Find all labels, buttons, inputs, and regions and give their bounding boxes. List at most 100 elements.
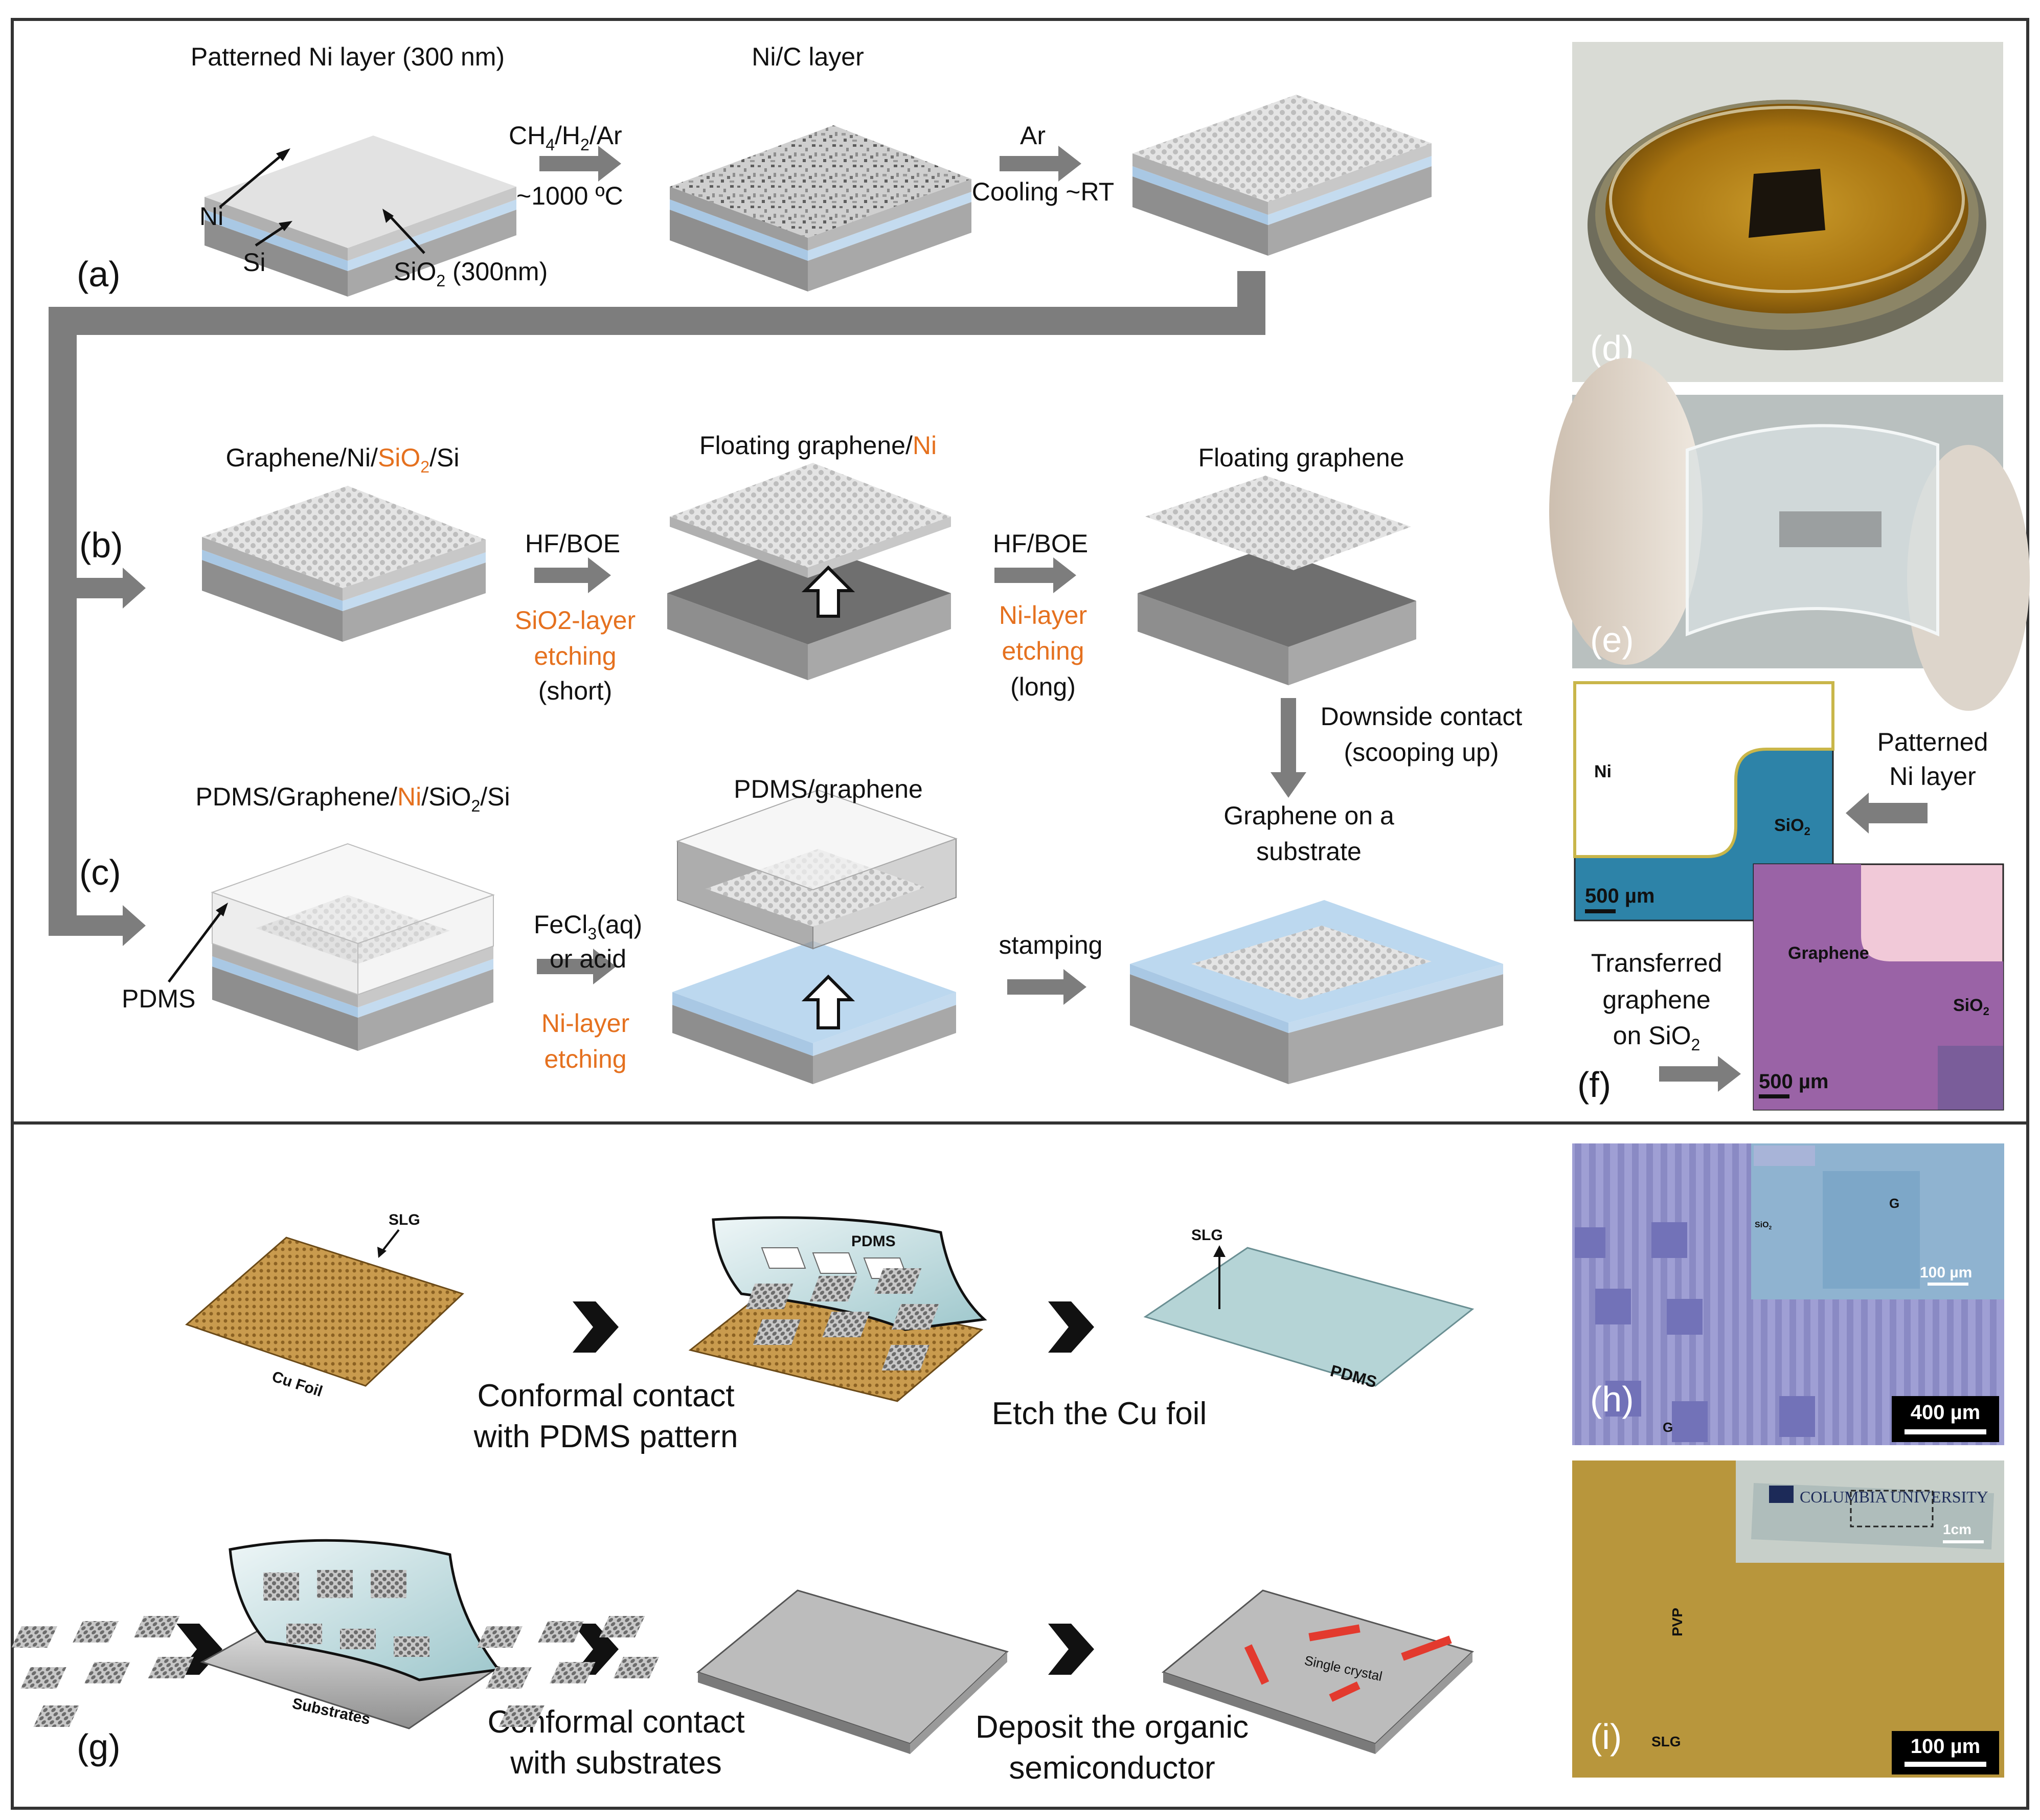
crystal-1 xyxy=(1244,1644,1270,1685)
connector-bar xyxy=(77,271,1265,335)
h-g-top: G xyxy=(1889,1196,1899,1211)
g-slg: SLG xyxy=(389,1211,420,1228)
h-sio2: SiO2 xyxy=(1755,1221,1772,1231)
g-step3-2: with substrates xyxy=(510,1745,722,1781)
down-note-2: (scooping up) xyxy=(1344,738,1499,767)
bottom-section-frame xyxy=(11,1121,2029,1810)
cu-foil-2 xyxy=(688,1283,984,1402)
f-top-ni: Ni xyxy=(1594,762,1612,781)
step-c1-note-2: etching xyxy=(544,1045,626,1073)
step-b1-note-3: (short) xyxy=(538,677,612,705)
step-b2-note-1: Ni-layer xyxy=(999,601,1087,630)
h-scalebar xyxy=(1905,1429,1986,1434)
i-inset-scalebar xyxy=(1943,1540,1984,1543)
result-note-1: Graphene on a xyxy=(1223,801,1394,830)
step-c1-l2: or acid xyxy=(550,945,626,973)
panel-g: SLG Cu Foil PDMS Conformal contact with … xyxy=(11,1211,1475,1786)
h-g-bottom: G xyxy=(1663,1420,1673,1435)
g-step4-1: Deposit the organic xyxy=(976,1710,1249,1745)
block-patterned-ni xyxy=(205,136,516,297)
title-c2: PDMS/graphene xyxy=(734,775,923,803)
f-side-2: Ni layer xyxy=(1889,762,1976,791)
micrograph-graphene xyxy=(1753,863,2004,1111)
title-nic: Ni/C layer xyxy=(752,42,864,71)
panel-f: Ni SiO2 500 µm Patterned Ni layer Graphe… xyxy=(1573,681,2004,1111)
f-bot-scale: 500 µm xyxy=(1759,1070,1828,1093)
title-c1: PDMS/Graphene/Ni/SiO2/Si xyxy=(195,782,510,815)
f-bot-scalebar xyxy=(1759,1094,1789,1098)
i-slg: SLG xyxy=(1651,1734,1681,1749)
g-pdms: PDMS xyxy=(851,1233,896,1250)
arrow-b1 xyxy=(534,557,611,593)
arrow-f-left xyxy=(1846,793,1928,834)
f-top-sio2: SiO2 xyxy=(1774,816,1810,838)
cu-foil xyxy=(185,1237,464,1387)
title-b2: Floating graphene/Ni xyxy=(699,431,937,460)
block-floating-graphene-ni xyxy=(667,463,951,680)
block-graphene-substrate xyxy=(1130,900,1503,1084)
g-step1-1: Conformal contact xyxy=(477,1378,734,1413)
f-trans-3: on SiO2 xyxy=(1613,1021,1701,1054)
panel-label-f: (f) xyxy=(1577,1065,1611,1105)
i-inset-scale: 1cm xyxy=(1943,1521,1971,1537)
i-scalebar xyxy=(1905,1762,1986,1767)
arrow-a1 xyxy=(539,146,621,182)
label-pdms: PDMS xyxy=(122,984,195,1013)
panel-label-e: (e) xyxy=(1590,620,1634,660)
panel-label-c: (c) xyxy=(79,852,121,892)
panel-b: (b) Graphene/Ni/SiO2/Si HF/BOE SiO2-laye… xyxy=(77,431,1522,866)
chevron-g2 xyxy=(1048,1301,1094,1353)
block-nic xyxy=(670,125,971,291)
label-si: Si xyxy=(243,248,265,277)
label-sio2: SiO2 (300nm) xyxy=(394,257,548,290)
g-cu-foil: Cu Foil xyxy=(270,1368,325,1400)
result-note-2: substrate xyxy=(1256,837,1362,866)
vertical-bar xyxy=(49,307,77,936)
f-trans-1: Transferred xyxy=(1591,949,1722,977)
block-graphene-ni-sio2-si xyxy=(202,486,486,642)
crystal-3 xyxy=(1401,1635,1452,1661)
panel-label-a: (a) xyxy=(77,254,121,294)
step-a1-gas: CH4/H2/Ar xyxy=(509,121,622,154)
crystal-2 xyxy=(1308,1624,1361,1642)
arrow-c-entry xyxy=(77,905,146,946)
title-b1: Graphene/Ni/SiO2/Si xyxy=(226,443,460,476)
panel-label-b: (b) xyxy=(79,525,123,565)
title-patterned-ni: Patterned Ni layer (300 nm) xyxy=(191,42,505,71)
step-a2-cool: Cooling ~RT xyxy=(972,177,1114,206)
arrow-a2 xyxy=(1000,146,1081,182)
arrow-b-entry xyxy=(77,568,146,609)
chevron-g5 xyxy=(1048,1624,1094,1675)
panel-a: Patterned Ni layer (300 nm) Ni Si SiO2 (… xyxy=(49,42,1432,936)
step-b1-reagent: HF/BOE xyxy=(525,529,620,558)
i-pvp: PVP xyxy=(1669,1608,1685,1636)
arrow-c1 xyxy=(537,949,616,984)
step-c1-reagent: FeCl3(aq) xyxy=(534,910,642,943)
arrow-c2 xyxy=(1007,969,1086,1005)
g-step4-2: semiconductor xyxy=(1009,1750,1215,1786)
photo-d: (d) xyxy=(1572,42,2003,382)
panel-h: G SiO2 100 µm G 400 µm (h) xyxy=(1572,1143,2004,1445)
step-a2-gas: Ar xyxy=(1020,121,1046,150)
step-c2: stamping xyxy=(999,931,1103,959)
panel-label-h: (h) xyxy=(1590,1379,1634,1419)
step-b2-note-2: etching xyxy=(1002,637,1084,665)
h-inset-scalebar xyxy=(1928,1283,1968,1286)
h-scale: 400 µm xyxy=(1911,1401,1980,1424)
g-step1-2: with PDMS pattern xyxy=(473,1419,738,1454)
step-b1-note-1: SiO2-layer xyxy=(515,606,636,635)
f-trans-2: graphene xyxy=(1602,985,1710,1014)
f-top-scale: 500 µm xyxy=(1585,885,1654,907)
step-b2-note-3: (long) xyxy=(1010,672,1076,701)
step-b1-note-2: etching xyxy=(534,642,616,670)
arrow-b2 xyxy=(994,557,1076,593)
arrow-down xyxy=(1271,698,1306,798)
i-scale-box xyxy=(1892,1731,1999,1774)
pdms-base xyxy=(1143,1247,1475,1387)
label-ni: Ni xyxy=(199,202,223,231)
h-inset-scale: 100 µm xyxy=(1920,1264,1972,1281)
block-floating-graphene xyxy=(1138,476,1416,685)
panel-c: (c) PDMS/Graphene/Ni/SiO2/Si PDMS FeCl3(… xyxy=(77,775,1503,1084)
block-pdms-graphene xyxy=(672,789,958,1084)
block-pdms-stack xyxy=(211,843,495,1051)
